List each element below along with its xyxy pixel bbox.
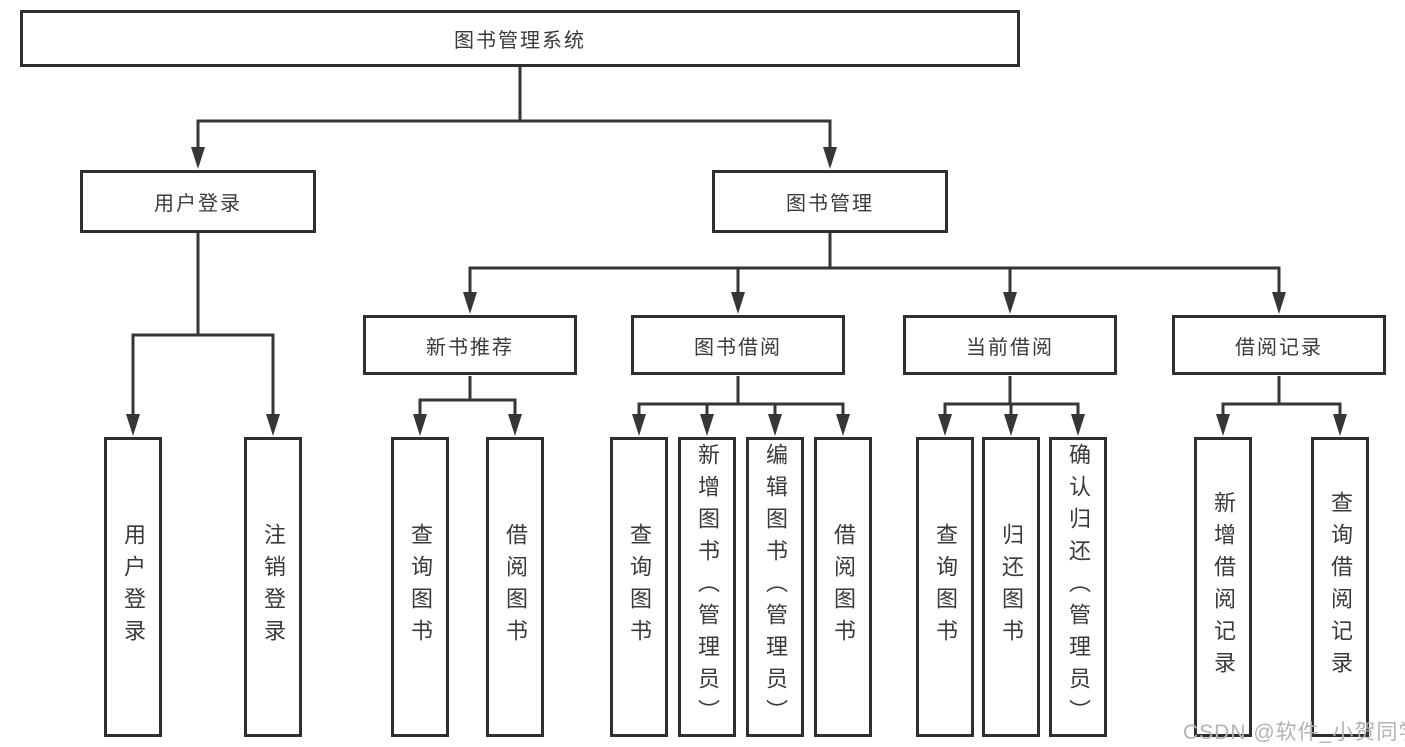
node-borrowing-records: 借阅记录: [1172, 315, 1386, 375]
node-book-borrowing: 图书借阅: [631, 315, 845, 375]
leaf-current-return-books: 归还图书: [982, 437, 1040, 737]
leaf-records-add-record: 新增借阅记录: [1194, 437, 1252, 737]
leaf-borrowing-borrow-books: 借阅图书: [814, 437, 872, 737]
leaf-current-confirm-return-admin: 确认归还（管理员）: [1049, 437, 1107, 737]
leaf-current-confirm-return-admin-label: 确认归还（管理员）: [1066, 443, 1091, 731]
leaf-logout-login: 注销登录: [244, 437, 302, 737]
leaf-logout-login-label: 注销登录: [261, 523, 286, 651]
csdn-watermark: CSDN @软件_小贺同学: [1183, 721, 1405, 744]
leaf-borrowing-query-books-label: 查询图书: [627, 523, 652, 651]
leaf-newbooks-query-books-label: 查询图书: [408, 523, 433, 651]
node-current-borrowing: 当前借阅: [903, 315, 1117, 375]
leaf-borrowing-borrow-books-label: 借阅图书: [831, 523, 856, 651]
leaf-current-return-books-label: 归还图书: [999, 523, 1024, 651]
leaf-borrowing-edit-books-admin: 编辑图书（管理员）: [746, 437, 804, 737]
leaf-records-add-record-label: 新增借阅记录: [1211, 491, 1236, 683]
leaf-newbooks-query-books: 查询图书: [391, 437, 449, 737]
leaf-current-query-books-label: 查询图书: [933, 523, 958, 651]
leaf-newbooks-borrow-books: 借阅图书: [486, 437, 544, 737]
leaf-borrowing-add-books-admin: 新增图书（管理员）: [678, 437, 736, 737]
leaf-newbooks-borrow-books-label: 借阅图书: [503, 523, 528, 651]
leaf-user-login: 用户登录: [104, 437, 162, 737]
leaf-user-login-label: 用户登录: [121, 523, 146, 651]
node-new-book-recommendation: 新书推荐: [363, 315, 577, 375]
node-user-login: 用户登录: [80, 170, 316, 233]
node-library-management-system: 图书管理系统: [20, 10, 1020, 67]
leaf-borrowing-query-books: 查询图书: [610, 437, 668, 737]
leaf-borrowing-edit-books-admin-label: 编辑图书（管理员）: [763, 443, 788, 731]
leaf-records-query-record: 查询借阅记录: [1311, 437, 1369, 737]
leaf-records-query-record-label: 查询借阅记录: [1328, 491, 1353, 683]
node-book-management: 图书管理: [712, 170, 948, 233]
leaf-borrowing-add-books-admin-label: 新增图书（管理员）: [695, 443, 720, 731]
leaf-current-query-books: 查询图书: [916, 437, 974, 737]
